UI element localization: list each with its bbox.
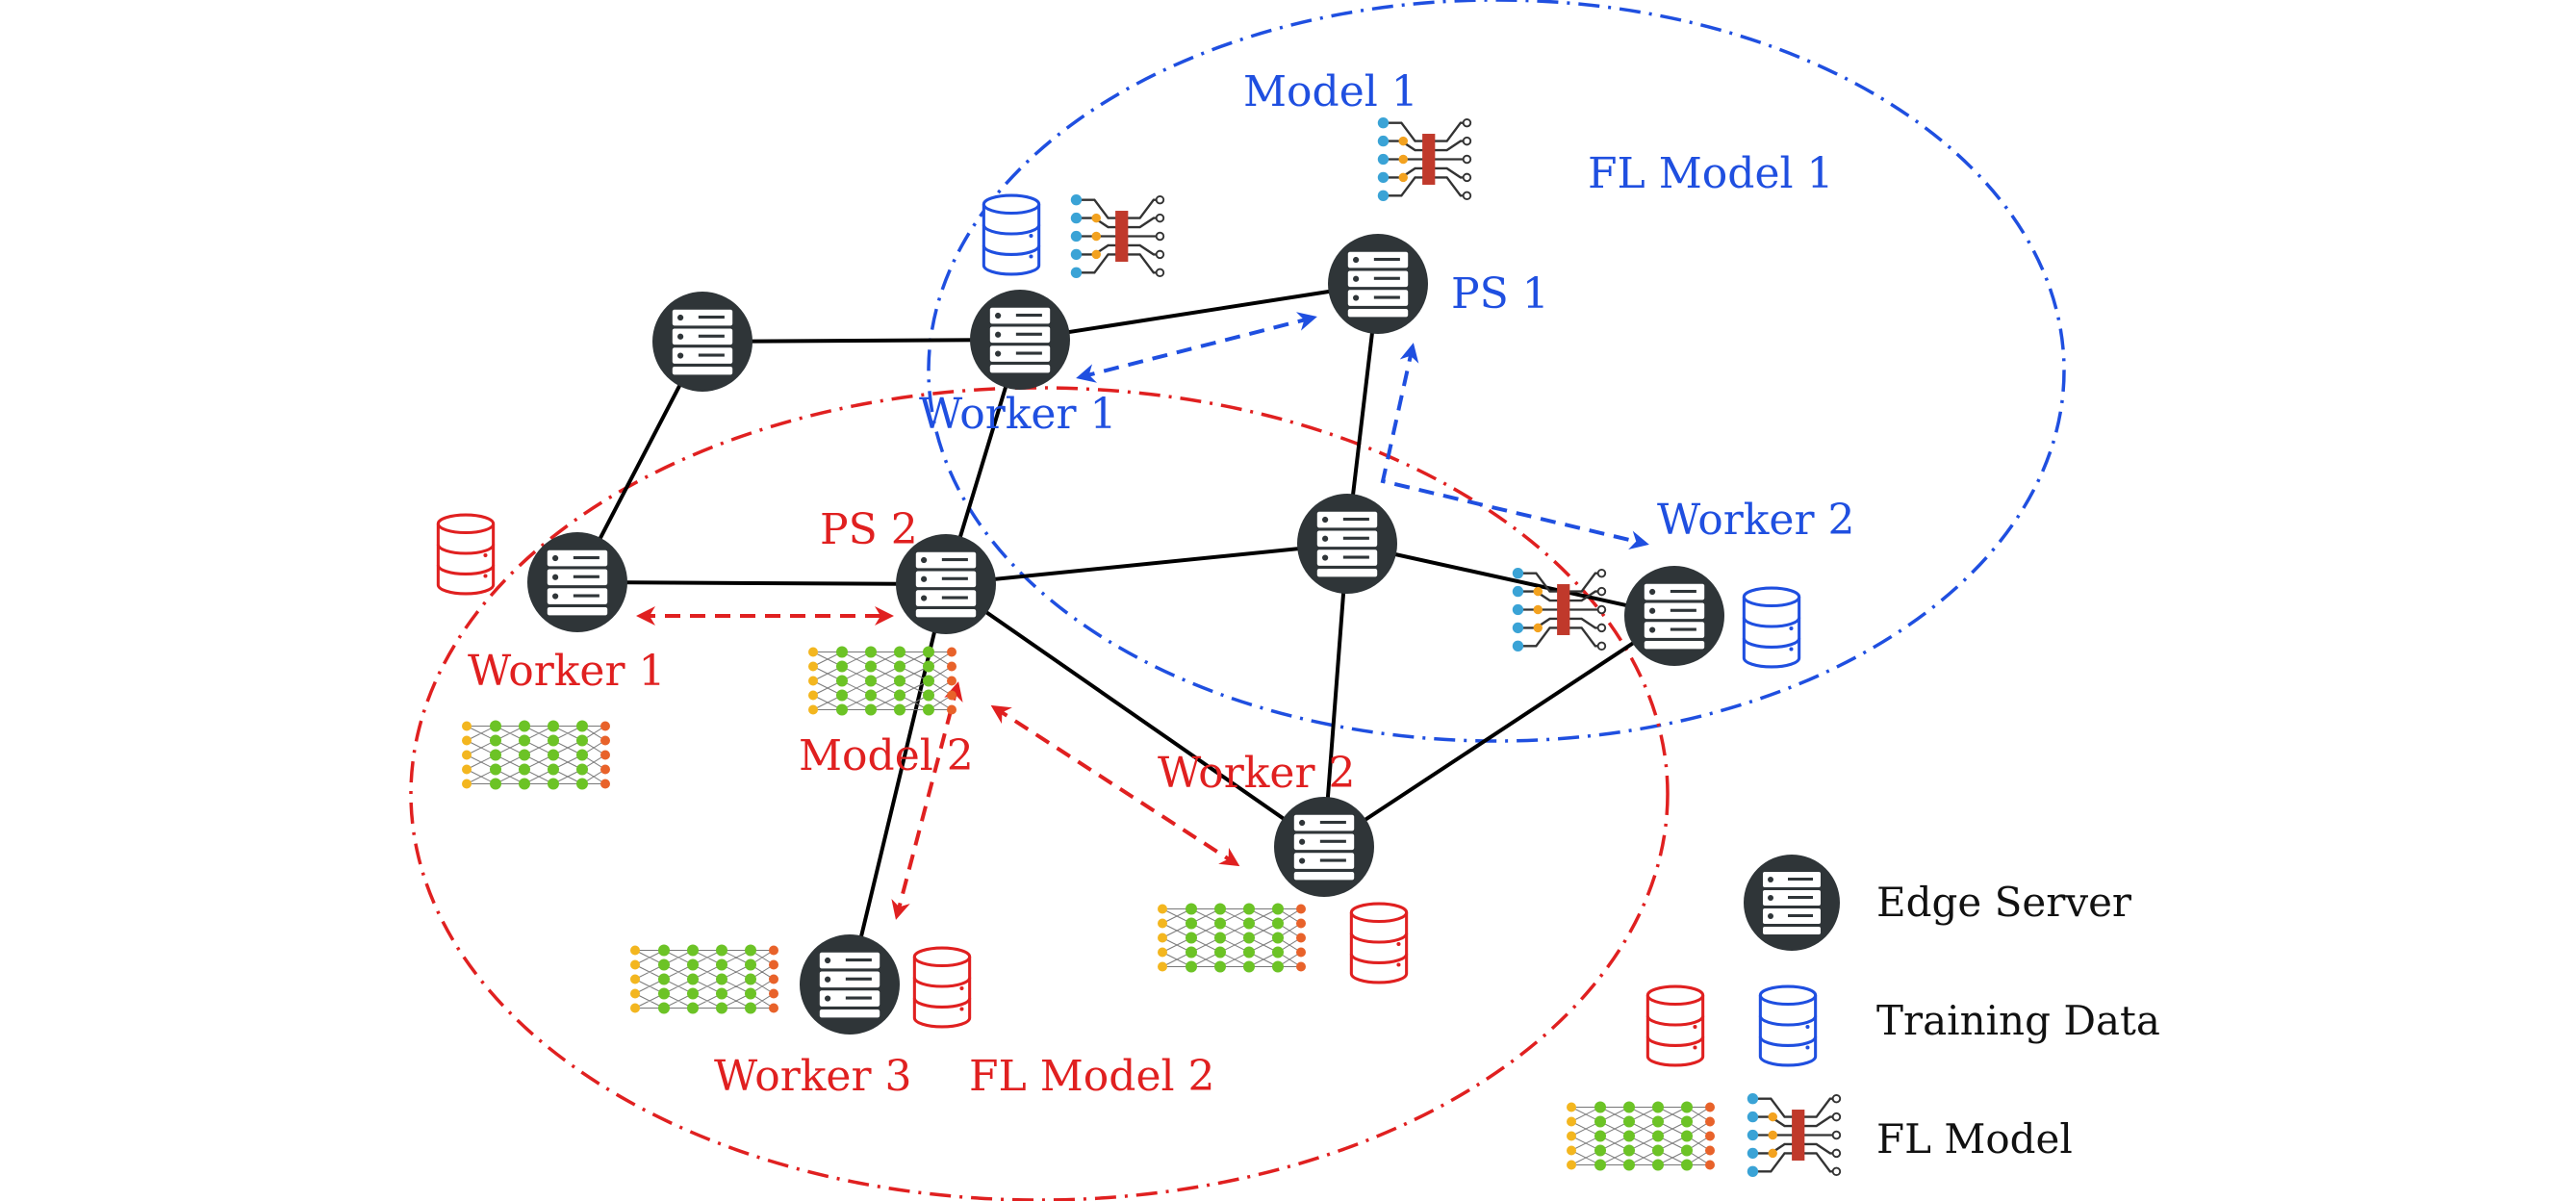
training-data: [436, 193, 1801, 1029]
neural-network-icon: [1157, 902, 1307, 974]
network-links: [575, 282, 1676, 985]
database-icon: [982, 193, 1041, 276]
fl2-worker1-label: Worker 1: [468, 647, 665, 696]
link-hub-red-w2: [1322, 543, 1349, 848]
link-red-w2-w2: [1322, 614, 1676, 849]
edge-server-icon: [1624, 566, 1724, 666]
database-icon: [436, 513, 496, 596]
database-icon: [1349, 902, 1409, 984]
arrow-ps1-worker2: [1380, 343, 1649, 550]
database-icon: [1645, 984, 1705, 1067]
fl-model-2-boundary: [409, 386, 1670, 1201]
legend: Edge Server Training Data FL Model: [1566, 855, 2160, 1179]
fl2-worker3-label: Worker 3: [714, 1052, 911, 1101]
edge-server-icon: [1297, 494, 1397, 594]
neural-network-icon: [629, 943, 779, 1015]
fl1-title: FL Model 1: [1588, 149, 1834, 198]
edge-server-icon: [1274, 797, 1374, 897]
arrow-worker1-ps1: [1076, 312, 1317, 383]
fl1-worker1-label: Worker 1: [919, 390, 1116, 439]
link-w1-ps2: [576, 580, 947, 586]
fl2-title: FL Model 2: [969, 1052, 1215, 1101]
fl1-arrows: [1076, 312, 1649, 550]
link-hub-w2: [1346, 542, 1675, 618]
legend-edge-server: Edge Server: [1876, 879, 2132, 926]
arrow-ps2-worker3: [891, 681, 963, 920]
database-icon: [1758, 984, 1818, 1067]
fl1-worker2-label: Worker 2: [1657, 496, 1854, 545]
fl2-labels: PS 2 Worker 1 Model 2 Worker 2 Worker 3 …: [468, 505, 1355, 1101]
chip-network-icon: [1069, 192, 1165, 280]
edge-server-icon: [970, 290, 1070, 390]
link-a-b: [701, 338, 1021, 344]
edge-server-icon: [800, 934, 900, 1035]
link-ps2-hub: [945, 542, 1348, 586]
fl2-arrows: [636, 606, 1240, 920]
chip-network-icon: [1746, 1091, 1842, 1179]
legend-fl-model: FL Model: [1876, 1115, 2073, 1163]
database-icon: [912, 946, 972, 1029]
edge-server-icon: [1328, 234, 1428, 334]
fl1-ps-label: PS 1: [1451, 269, 1549, 319]
neural-network-icon: [1566, 1100, 1716, 1172]
chip-network-icon: [1376, 115, 1472, 203]
edge-server-icon: [652, 292, 752, 392]
edge-server-icon: [1744, 855, 1840, 951]
chip-network-icon: [1511, 566, 1607, 653]
legend-training-data: Training Data: [1876, 997, 2160, 1044]
fl2-worker2-label: Worker 2: [1158, 749, 1355, 798]
link-b-ps1: [1019, 282, 1379, 342]
fl2-model-label: Model 2: [799, 731, 974, 780]
edge-server-icon: [527, 532, 627, 632]
fl1-model-label: Model 1: [1243, 67, 1418, 116]
fl-model-1-boundary: [927, 0, 2066, 743]
database-icon: [1742, 586, 1801, 669]
fl1-labels: Model 1 FL Model 1 PS 1 Worker 1 Worker …: [919, 67, 1854, 545]
link-ps2-red-w2: [944, 582, 1326, 849]
fl2-ps-label: PS 2: [820, 505, 918, 554]
neural-network-icon: [807, 645, 957, 717]
neural-network-icon: [461, 719, 611, 791]
